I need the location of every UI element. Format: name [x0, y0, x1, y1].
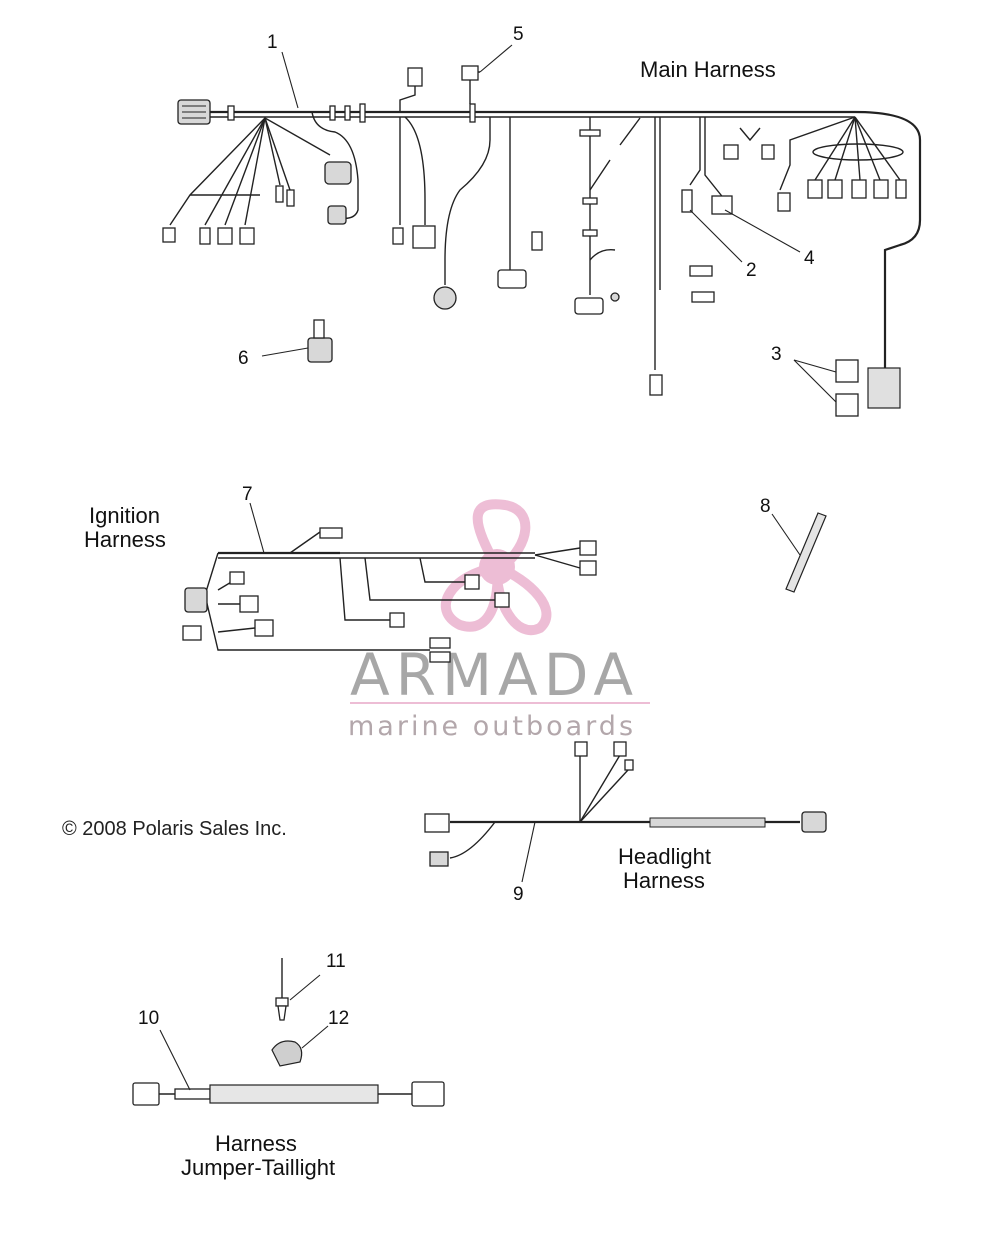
headlight-harness-assembly: Headlight Harness 9 — [424, 741, 827, 905]
propeller-icon — [440, 499, 552, 636]
callout-11: 11 — [326, 951, 346, 972]
callout-10: 10 — [138, 1008, 159, 1029]
part-8-tie: 8 — [760, 496, 827, 593]
main-harness-assembly: Main Harness 1 2 3 4 5 6 — [162, 24, 922, 417]
callout-6: 6 — [238, 348, 249, 369]
taillight-jumper-assembly: 10 11 12 Harness Jumper-Taillight — [132, 951, 445, 1180]
part-6-connector — [307, 337, 333, 363]
callout-4: 4 — [804, 248, 815, 269]
callout-8: 8 — [760, 496, 771, 517]
callout-12: 12 — [328, 1008, 349, 1029]
watermark-tagline: marine outboards — [348, 711, 636, 742]
taillight-harness-label-1: Harness — [215, 1131, 297, 1156]
callout-5: 5 — [513, 24, 524, 45]
callout-1: 1 — [267, 32, 278, 53]
ignition-harness-label-2: Harness — [84, 527, 166, 552]
connector-a — [162, 227, 176, 243]
headlight-harness-label-1: Headlight — [618, 844, 711, 869]
callout-3: 3 — [771, 344, 782, 365]
headlight-harness-label-2: Harness — [623, 868, 705, 893]
main-harness-label: Main Harness — [640, 57, 776, 82]
copyright-notice: © 2008 Polaris Sales Inc. — [62, 818, 287, 840]
watermark-logo: ARMADA marine outboards — [348, 499, 650, 742]
callout-7: 7 — [242, 484, 253, 505]
taillight-harness-label-2: Jumper-Taillight — [181, 1155, 335, 1180]
jumper-left-connector — [132, 1082, 160, 1106]
callout-9: 9 — [513, 884, 524, 905]
ignition-harness-label-1: Ignition — [89, 503, 160, 528]
callout-2: 2 — [746, 260, 757, 281]
watermark-brand: ARMADA — [350, 641, 639, 709]
ignition-harness-assembly: Ignition Harness 7 — [84, 484, 597, 663]
jumper-right-connector — [411, 1081, 445, 1107]
